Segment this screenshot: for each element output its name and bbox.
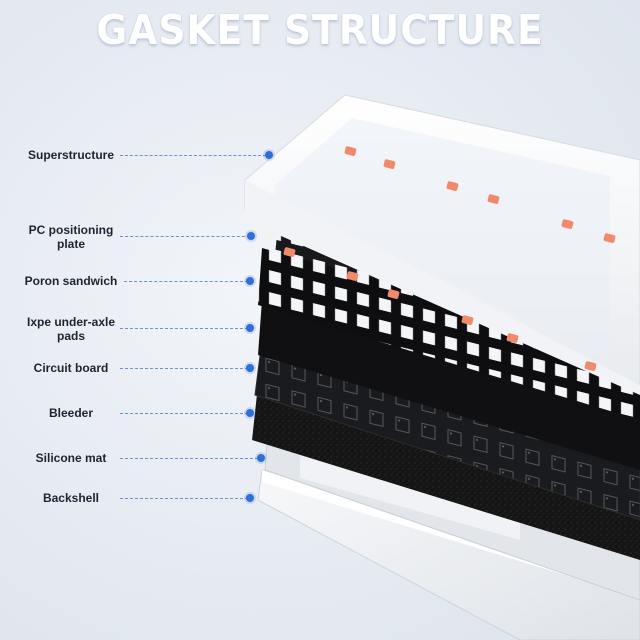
gasket-pads [283, 146, 616, 371]
poron-sandwich-layer [258, 248, 640, 420]
leader-silicone-mat [120, 458, 258, 459]
leader-poron-sandwich [124, 281, 248, 282]
leader-circuit-board [120, 368, 248, 369]
label-silicone-mat: Silicone mat [35, 451, 107, 465]
leader-superstructure [120, 155, 266, 156]
marker-dot-ixpe-under-axle-pads [246, 324, 254, 332]
label-pc-positioning-plate: PC positioning plate [28, 223, 114, 251]
label-backshell: Backshell [42, 491, 100, 505]
marker-dot-poron-sandwich [246, 277, 254, 285]
marker-dot-superstructure [265, 151, 273, 159]
leader-pc-positioning-plate [120, 236, 250, 237]
diagram-title: GASKET STRUCTURE [96, 6, 544, 54]
label-superstructure: Superstructure [27, 148, 115, 162]
leader-backshell [120, 498, 248, 499]
label-ixpe-under-axle-pads: Ixpe under-axle pads [26, 315, 116, 343]
leader-ixpe-under-axle-pads [120, 328, 248, 329]
marker-dot-bleeder [246, 409, 254, 417]
marker-dot-pc-positioning-plate [247, 232, 255, 240]
leader-bleeder [120, 413, 248, 414]
label-bleeder: Bleeder [48, 406, 94, 420]
ixpe-pads-layer [258, 300, 640, 470]
marker-dot-backshell [246, 494, 254, 502]
label-poron-sandwich: Poron sandwich [24, 274, 118, 288]
label-circuit-board: Circuit board [33, 361, 109, 375]
superstructure-layer [244, 94, 640, 395]
marker-dot-circuit-board [246, 364, 254, 372]
bleeder-layer [252, 385, 640, 560]
marker-dot-silicone-mat [257, 454, 265, 462]
